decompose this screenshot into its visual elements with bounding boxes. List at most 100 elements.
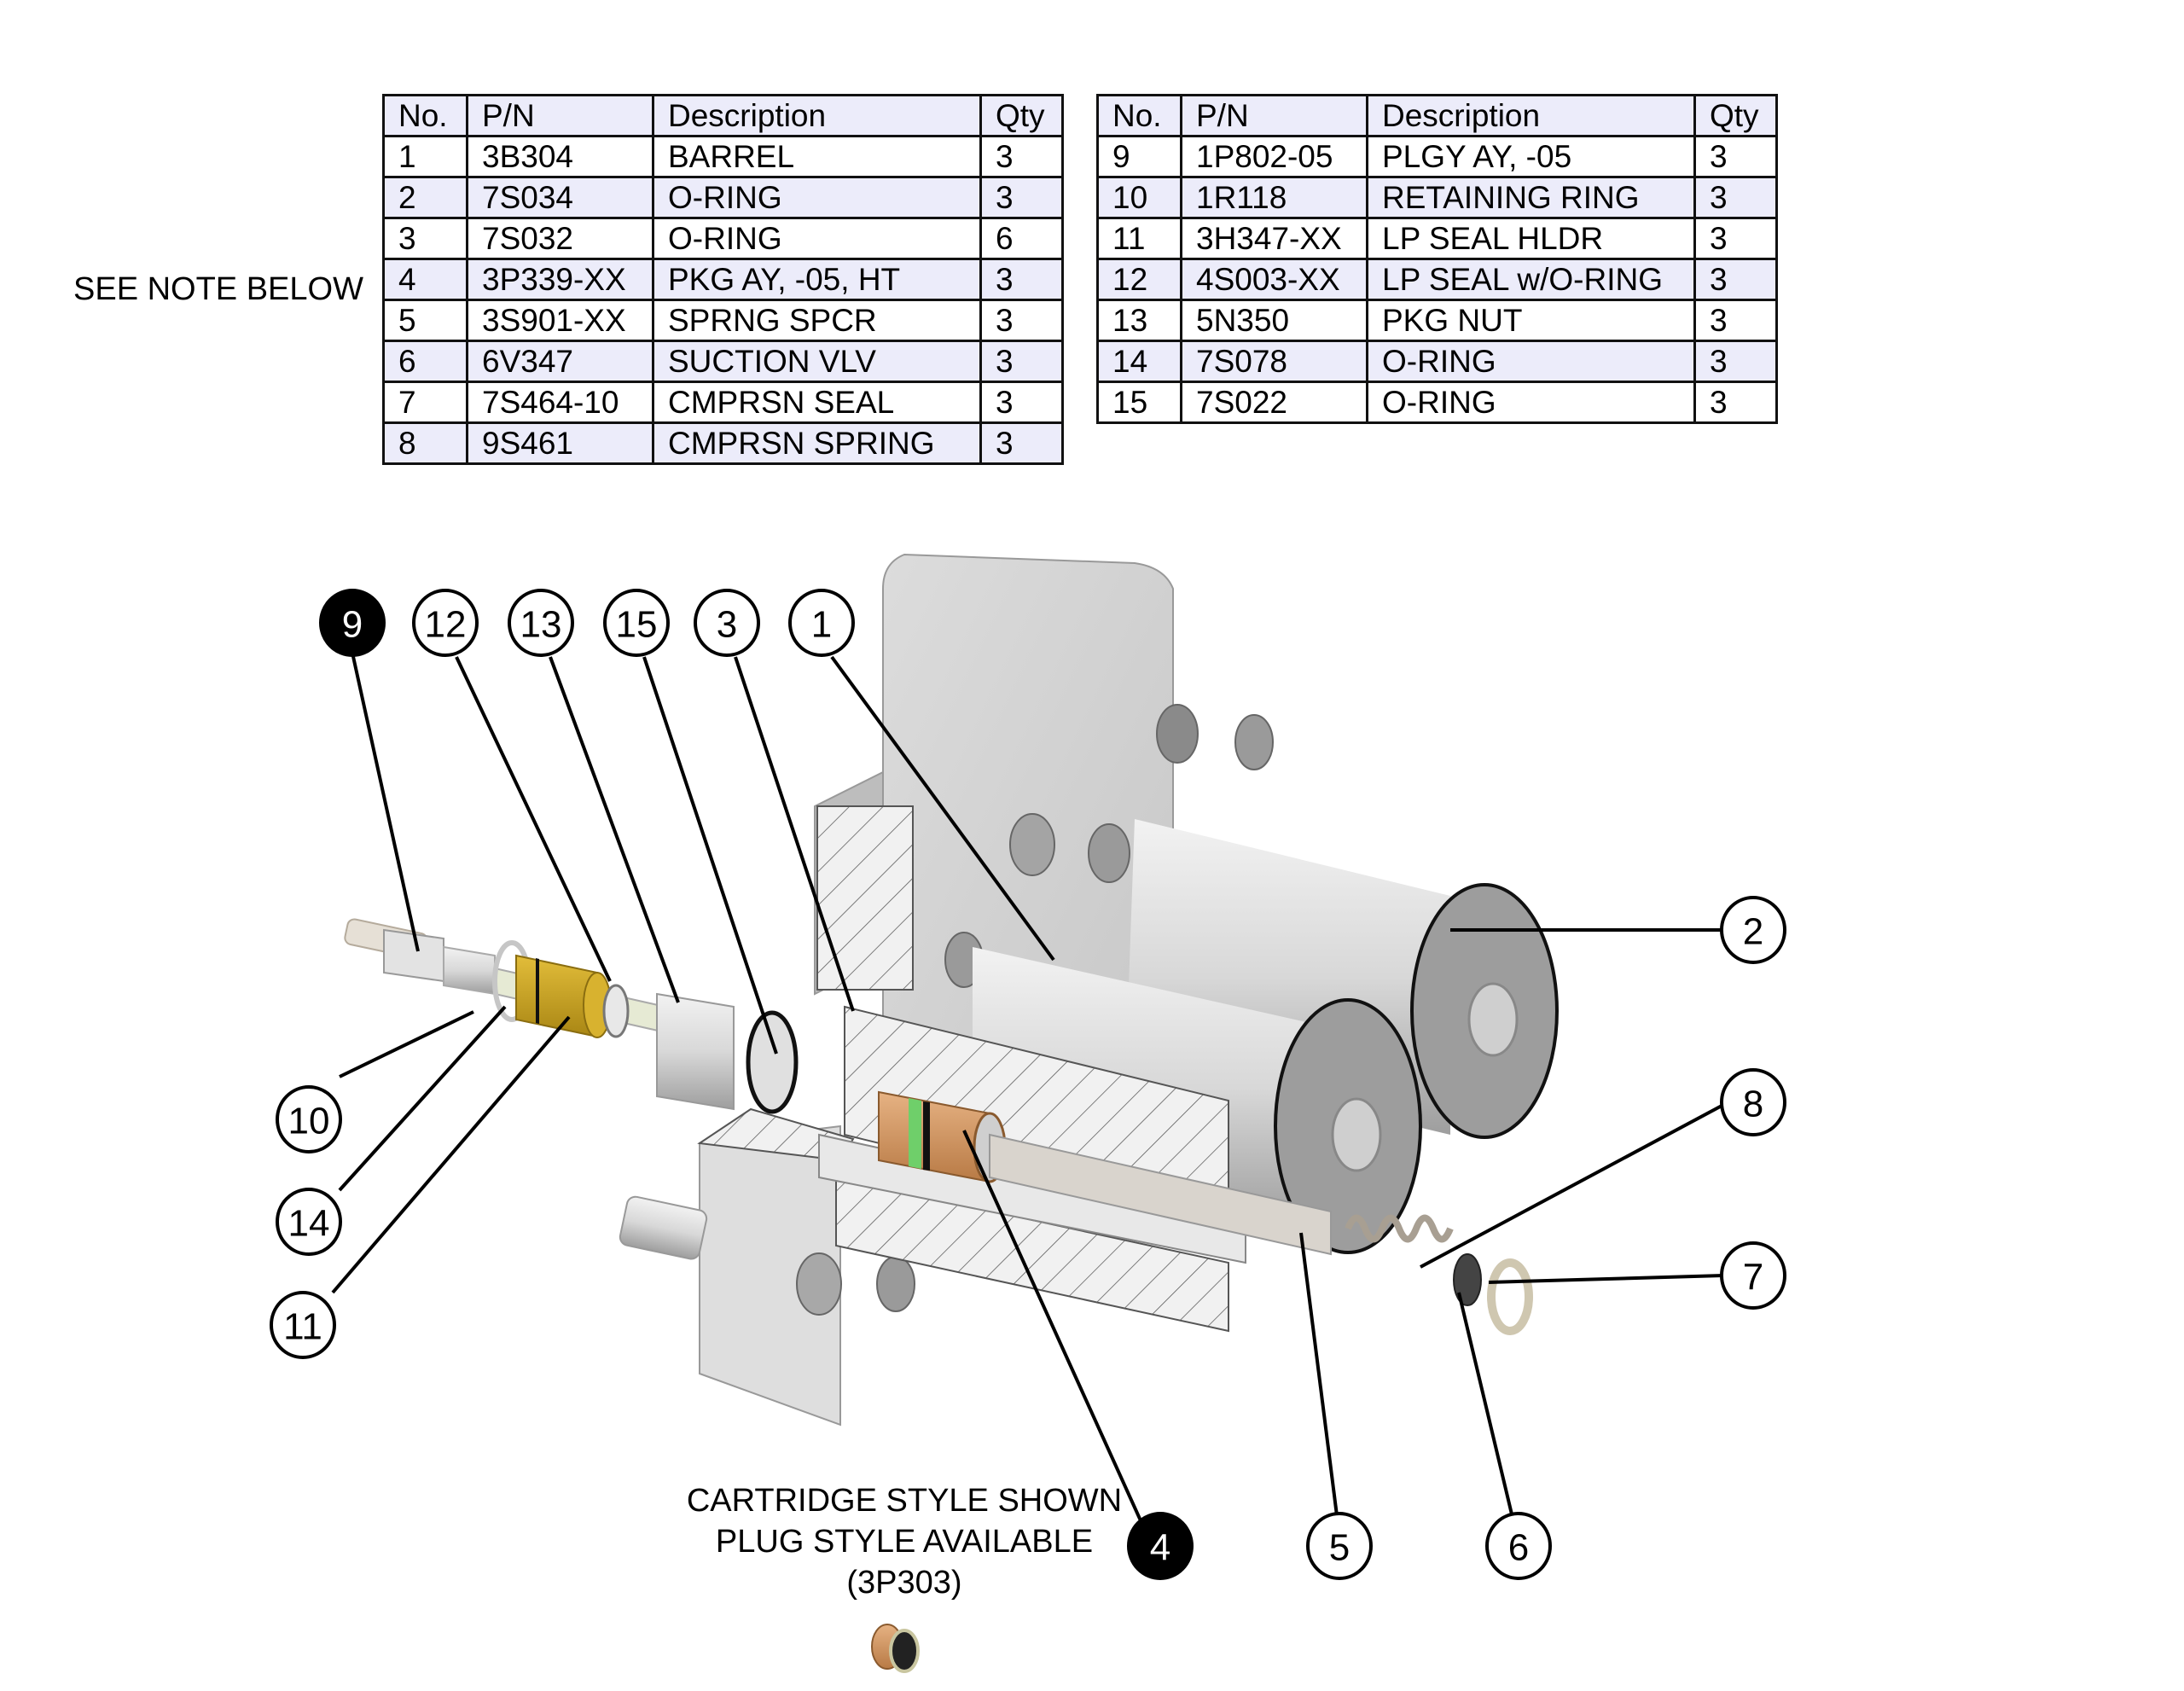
cell-pn: 3B304 — [466, 135, 654, 178]
header-pn: P/N — [1180, 94, 1368, 137]
note-line-2: PLUG STYLE AVAILABLE — [715, 1524, 1094, 1560]
callout-5: 5 — [1306, 1512, 1373, 1580]
cell-pn: 1R118 — [1180, 176, 1368, 219]
cell-desc: PLGY AY, -05 — [1366, 135, 1696, 178]
callout-9: 9 — [319, 589, 386, 657]
cell-pn: 7S078 — [1180, 340, 1368, 383]
cell-qty: 3 — [979, 421, 1064, 465]
callout-13: 13 — [508, 589, 574, 657]
callout-label: 13 — [520, 604, 562, 646]
cell-qty: 6 — [979, 217, 1064, 260]
callout-1: 1 — [788, 589, 855, 657]
note-line-3: (3P303) — [846, 1565, 962, 1601]
cell-no: 8 — [382, 421, 468, 465]
cell-desc: SPRNG SPCR — [652, 299, 982, 342]
callout-7: 7 — [1720, 1241, 1786, 1310]
cell-qty: 3 — [979, 258, 1064, 301]
compression-spring — [1345, 1214, 1454, 1243]
callout-bubble — [276, 1085, 342, 1153]
cell-qty: 3 — [1693, 176, 1778, 219]
cell-qty: 3 — [1693, 381, 1778, 424]
cell-pn: 3H347-XX — [1180, 217, 1368, 260]
cell-no: 6 — [382, 340, 468, 383]
callout-label: 12 — [425, 604, 467, 646]
leader-lines — [331, 652, 1724, 1537]
leader-11 — [331, 1015, 571, 1294]
leader-10 — [339, 1010, 474, 1078]
see-note-label: SEE NOTE BELOW — [73, 271, 363, 307]
callout-2: 2 — [1720, 896, 1786, 964]
cell-pn: 3S901-XX — [466, 299, 654, 342]
leader-15 — [642, 656, 778, 1055]
cell-no: 2 — [382, 176, 468, 219]
cell-pn: 4S003-XX — [1180, 258, 1368, 301]
packing-nut — [656, 992, 799, 1114]
callout-bubble — [1485, 1512, 1552, 1580]
cell-qty: 3 — [1693, 340, 1778, 383]
leader-12 — [455, 656, 612, 982]
cell-qty: 3 — [979, 340, 1064, 383]
callout-bubble — [1720, 1241, 1786, 1310]
callout-label: 7 — [1743, 1257, 1763, 1299]
cell-desc: BARREL — [652, 135, 982, 178]
callout-label: 3 — [717, 604, 737, 646]
cell-qty: 3 — [979, 176, 1064, 219]
cell-pn: 3P339-XX — [466, 258, 654, 301]
callout-bubble — [1720, 1068, 1786, 1136]
callout-bubble — [788, 589, 855, 657]
callout-11: 11 — [270, 1291, 336, 1359]
spring-spacer — [989, 1133, 1332, 1256]
callout-label: 4 — [1150, 1527, 1170, 1569]
cell-desc: PKG NUT — [1366, 299, 1696, 342]
header-qty: Qty — [979, 94, 1064, 137]
cell-desc: LP SEAL HLDR — [1366, 217, 1696, 260]
cell-pn: 7S032 — [466, 217, 654, 260]
cell-no: 1 — [382, 135, 468, 178]
callout-label: 2 — [1743, 911, 1763, 953]
bom-header-row: No. P/N Description Qty — [382, 94, 1064, 137]
callout-label: 14 — [288, 1203, 330, 1245]
cell-no: 4 — [382, 258, 468, 301]
lp-seal — [602, 984, 630, 1038]
cell-qty: 3 — [979, 299, 1064, 342]
note-line-1: CARTRIDGE STYLE SHOWN — [686, 1483, 1123, 1519]
cell-desc: CMPRSN SPRING — [652, 421, 982, 465]
callout-bubble — [319, 589, 386, 657]
callout-label: 11 — [283, 1306, 322, 1348]
leader-13 — [549, 656, 680, 1003]
callout-bubble — [694, 589, 760, 657]
cell-desc: O-RING — [1366, 340, 1696, 383]
header-pn: P/N — [466, 94, 654, 137]
leader-7 — [1488, 1274, 1724, 1284]
callout-label: 6 — [1508, 1527, 1529, 1569]
cell-no: 3 — [382, 217, 468, 260]
callout-bubble — [508, 589, 574, 657]
cell-no: 5 — [382, 299, 468, 342]
callout-bubble — [412, 589, 479, 657]
cell-no: 11 — [1096, 217, 1182, 260]
leader-6 — [1457, 1292, 1519, 1537]
cell-desc: O-RING — [652, 217, 982, 260]
callout-label: 9 — [342, 604, 363, 646]
callout-14: 14 — [276, 1188, 342, 1256]
callout-3: 3 — [694, 589, 760, 657]
leader-9 — [351, 652, 420, 952]
leader-5 — [1299, 1232, 1341, 1537]
cell-no: 15 — [1096, 381, 1182, 424]
cell-no: 7 — [382, 381, 468, 424]
callout-label: 10 — [288, 1101, 330, 1142]
callout-15: 15 — [603, 589, 670, 657]
